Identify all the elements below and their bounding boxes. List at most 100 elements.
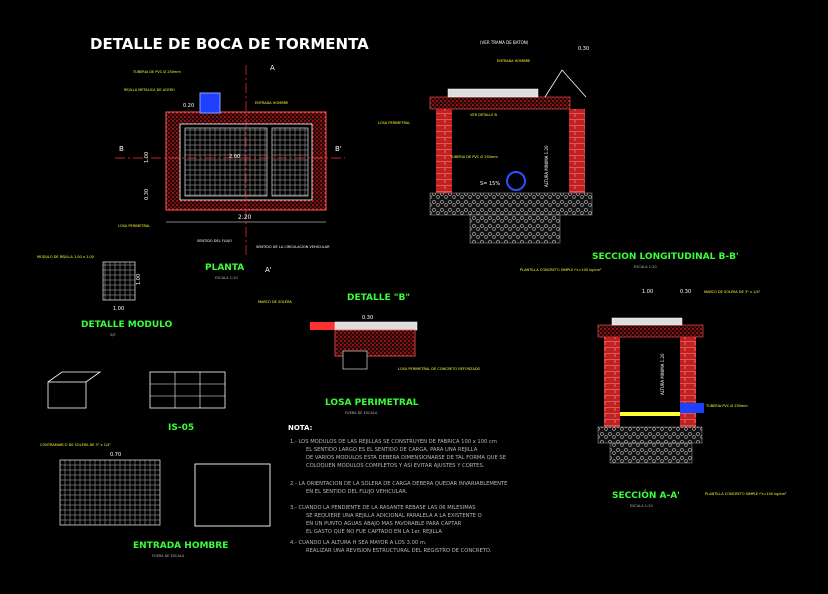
plan-dim-h2: 0.30 [144,189,150,200]
seccion-bb-title: SECCION LONGITUDINAL B-B' [592,252,739,262]
plan-dim-inner: 2.00 [229,154,240,160]
plan-label-entrada: ENTRADA HOMBRE [255,101,288,105]
nota-line-10: EL GASTO QUE NO FUE CAPTADO EN LA 1er. R… [306,529,442,535]
aa-dim-w2: 0.30 [680,289,691,295]
bb-altura: ALTURA MINIMA 1.20 [544,145,549,187]
plan-label-tuberia: TUBERIA DE PVC Ø 250mm [132,69,181,74]
is05-view: IS-05 [47,371,226,433]
bb-wall-right [569,109,585,194]
detb-rejilla [334,321,418,331]
nota-line-5: 2.- LA ORIENTACION DE LA SOLERA DE CARGA… [290,481,507,487]
planta-view: 2.20 0.20 1.00 0.30 2.00 B B' A A' TUBER… [115,64,345,280]
nota-line-9: EN UN PUNTO AGUAS ABAJO MAS FAVORABLE PA… [306,521,462,527]
plan-marker-a: A [270,64,275,72]
plan-label-sentido: SENTIDO DEL FLUJO [197,239,232,243]
bb-losa-label: LOSA PERIMETRAL [378,121,410,125]
bb-tuberia-label: TUBERIA DE PVC Ø 250mm [449,154,498,159]
bb-gravel-base [469,214,561,244]
plan-label-sentido2: SENTIDO DE LA CIRCULACION VEHICULAR [256,245,330,249]
drawing-title: DETALLE DE BOCA DE TORMENTA [90,35,369,53]
aa-wall-left [604,337,620,427]
entrada-grid [59,459,161,526]
entrada-hombre-view: 0.70 CONTRAMARCO DE SOLERA DE 3" x 1/4" … [40,443,271,558]
detb-solera [310,322,335,330]
entrada-hombre-scale: FUERA DE ESCALA [152,554,185,558]
plan-dim-top: 0.20 [183,103,194,109]
bb-marco: ENTRADA HOMBRE [497,59,530,63]
entrada-hombre-title: ENTRADA HOMBRE [133,541,228,551]
seccion-aa-view: 1.00 0.30 ALTURA MINIMA 1.20 MARCO DE SO… [597,289,787,508]
is05-iso [47,381,87,409]
aa-marco: MARCO DE SOLERA DE 3" x 1/4" [704,290,761,294]
detalle-b-title: DETALLE "B" [347,293,410,303]
seccion-aa-title: SECCIÓN A-A' [612,489,680,501]
losa-perimetral-scale: FUERA DE ESCALA [345,411,378,415]
entrada-dim: 0.70 [110,452,121,458]
seccion-bb-view: (VER TRAMA DE BATON) S= 15% 0.30 ALTURA … [378,40,739,272]
plan-marker-b: B [119,145,124,153]
aa-tuberia [680,403,704,413]
aa-yellow-bar [620,412,680,416]
planta-scale: ESCALA 1:20 [215,276,238,280]
aa-gravel-base [609,442,693,464]
losa-notch [342,350,368,370]
nota-line-11: 4.- CUANDO LA ALTURA H SEA MAYOR A LOS 3… [290,540,427,546]
bb-tuberia [506,171,526,191]
is05-title: IS-05 [168,423,194,433]
nota-line-2: EL SENTIDO LARGO ES EL SENTIDO DE CARGA,… [306,447,478,453]
detalle-modulo-view: 1.00 1.00 MODULO DE REJILLA 1.00 x 1.00 … [37,255,173,337]
plan-marker-a2: A' [265,266,272,274]
bb-tapa-open [544,69,587,98]
nota-heading: NOTA: [288,424,313,432]
modulo-dim-w: 1.00 [113,306,124,312]
detalle-modulo-scale: S/E [110,333,116,337]
bb-losa [429,96,571,110]
entrada-frame [194,463,271,527]
bb-base-label: PLANTILLA CONCRETO SIMPLE f'c=100 kg/cm² [520,268,602,272]
bb-rejilla [447,88,539,98]
aa-tuberia-label: TUBERIA PVC Ø 250mm [705,403,748,408]
entrada-marco: CONTRAMARCO DE SOLERA DE 3" x 1/4" [40,443,111,447]
notes-block: NOTA: 1.- LOS MODULOS DE LAS REJILLAS SE… [288,424,507,554]
plan-marker-b2: B' [335,145,342,153]
plan-tuberia [199,92,221,114]
modulo-note: MODULO DE REJILLA 1.00 x 1.00 [37,255,94,259]
seccion-aa-scale: ESCALA 1:20 [630,504,653,508]
plan-dim-width: 2.20 [238,214,252,221]
bb-slope: S= 15% [480,181,500,187]
nota-line-7: 3.- CUANDO LA PENDIENTE DE LA RASANTE RE… [290,505,476,511]
detalle-b-view: DETALLE "B" 0.30 MARCO DE SOLERA LOSA PE… [258,293,481,415]
bb-trama: (VER TRAMA DE BATON) [480,40,529,45]
plan-label-rejilla: REJILLA METALICA DE ACERO [124,88,175,92]
losa-perimetral-title: LOSA PERIMETRAL [325,398,419,408]
detalle-modulo-title: DETALLE MODULO [81,320,173,330]
plan-rejilla-2 [271,127,309,197]
nota-line-4: COLOQUEN MODULOS COMPLETOS Y ASI EVITAR … [306,463,485,469]
nota-line-1: 1.- LOS MODULOS DE LAS REJILLAS SE CONST… [290,439,497,445]
is05-frame [149,371,226,409]
modulo-dim-h: 1.00 [136,274,142,285]
aa-rejilla [611,317,683,326]
planta-title: PLANTA [205,263,244,273]
nota-line-12: REALIZAR UNA REVISION ESTRUCTURAL DEL RE… [306,548,492,554]
plan-label-losa: LOSA PERIMETRAL [118,224,150,228]
bb-rejilla-label: VER DETALLE B [470,113,498,117]
plan-rejilla [184,127,268,197]
bb-wall-left [436,109,452,194]
detb-dim: 0.30 [362,315,373,321]
is05-iso-top [47,371,102,383]
aa-wall-right [680,337,696,427]
nota-line-6: EN EL SENTIDO DEL FLUJO VEHICULAR. [306,489,408,495]
aa-losa [597,324,704,338]
plan-dim-h1: 1.00 [144,152,150,163]
aa-plantilla: PLANTILLA CONCRETO SIMPLE f'c=100 kg/cm² [705,492,787,496]
detb-marco: MARCO DE SOLERA [258,300,292,304]
seccion-bb-scale: ESCALA 1:20 [634,265,657,269]
modulo-grid [102,261,136,301]
bb-dim-top: 0.30 [578,46,589,52]
aa-altura: ALTURA MINIMA 1.20 [660,353,665,395]
aa-dim-w1: 1.00 [642,289,653,295]
nota-line-8: SE REQUIERE UNA REJILLA ADICIONAL PARALE… [306,513,482,519]
